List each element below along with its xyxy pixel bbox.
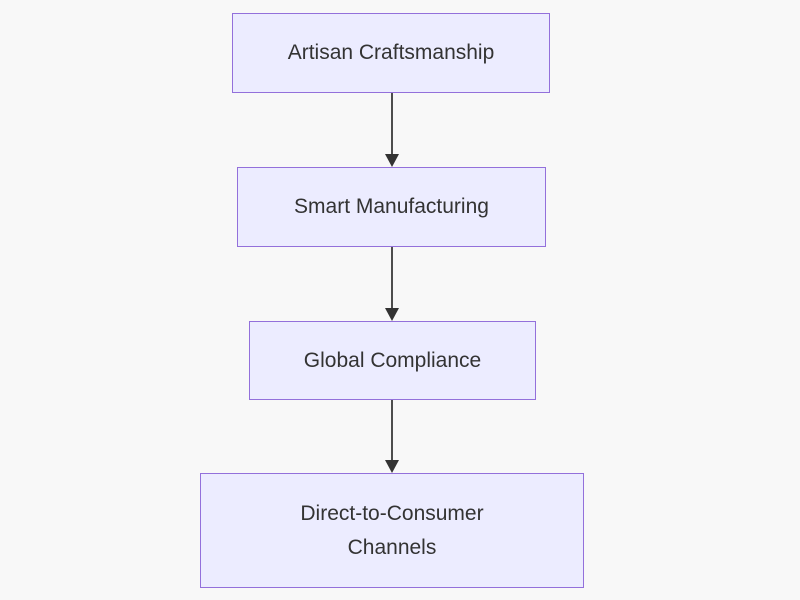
edge-line: [390, 400, 393, 463]
arrowhead-down-icon: [384, 460, 399, 473]
arrowhead-down-icon: [384, 308, 399, 321]
node-label: Artisan Craftsmanship: [287, 41, 495, 65]
flowchart-node-smart-manufacturing: Smart Manufacturing: [237, 167, 546, 247]
node-label: Smart Manufacturing: [294, 195, 489, 219]
edge-arrow-1: [384, 93, 399, 167]
edge-line: [390, 93, 393, 157]
edge-arrow-3: [384, 400, 399, 473]
flowchart-node-direct-to-consumer-channels: Direct-to-Consumer Channels: [200, 473, 584, 588]
node-label: Global Compliance: [303, 348, 482, 372]
edge-arrow-2: [384, 247, 399, 321]
flowchart-node-global-compliance: Global Compliance: [249, 321, 536, 400]
node-label: Direct-to-Consumer Channels: [300, 501, 484, 559]
edge-line: [390, 247, 393, 311]
flowchart-node-artisan-craftsmanship: Artisan Craftsmanship: [232, 13, 550, 93]
arrowhead-down-icon: [384, 154, 399, 167]
